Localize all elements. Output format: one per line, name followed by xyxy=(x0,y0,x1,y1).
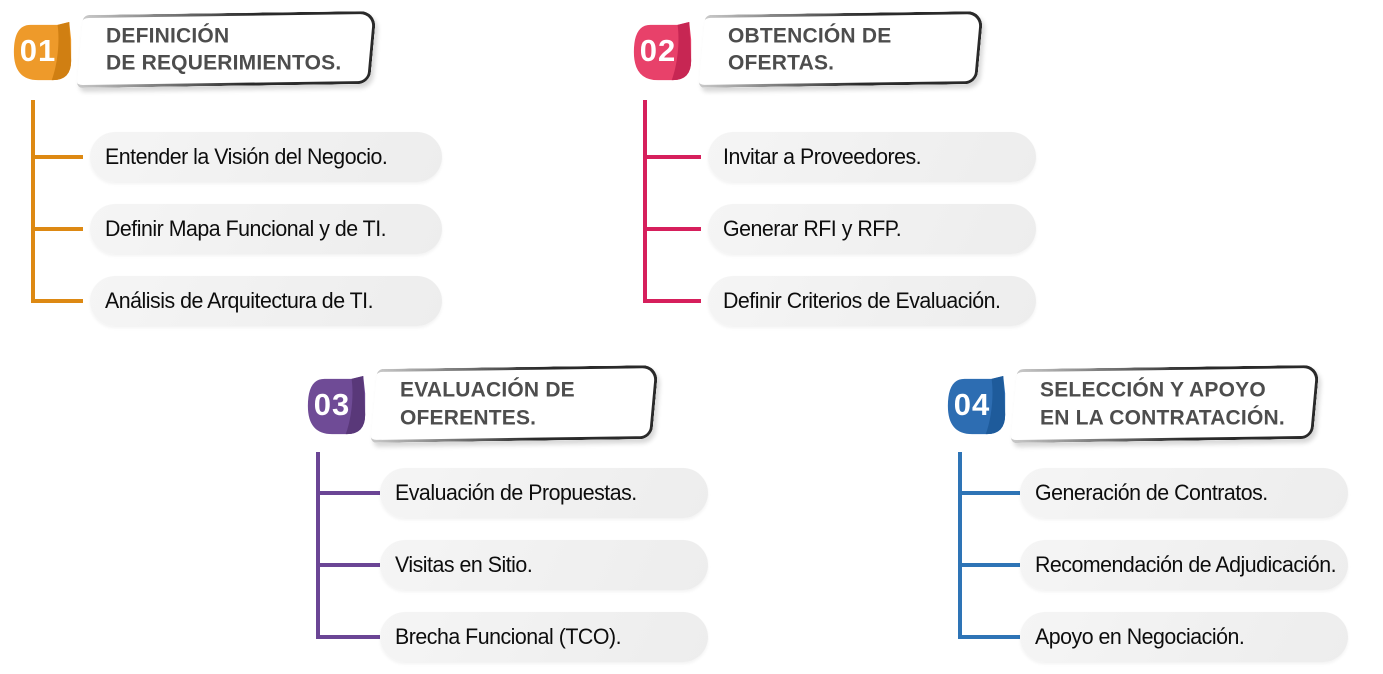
item-label: Definir Mapa Funcional y de TI. xyxy=(105,216,387,241)
step-3-number: 03 xyxy=(313,387,351,422)
connector-line-vertical xyxy=(643,100,647,303)
connector-line-branch xyxy=(31,299,83,303)
connector-line-branch xyxy=(643,299,701,303)
badge-shape-icon xyxy=(13,21,72,81)
connector-line-branch xyxy=(316,635,380,639)
item-pill: Definir Mapa Funcional y de TI. xyxy=(90,204,442,254)
step-1-title: DEFINICIÓN DE REQUERIMIENTOS. xyxy=(106,22,341,77)
item-pill: Generación de Contratos. xyxy=(1020,468,1348,518)
item-label: Generar RFI y RFP. xyxy=(723,216,902,241)
item-label: Generación de Contratos. xyxy=(1035,480,1268,505)
step-1-header-banner: DEFINICIÓN DE REQUERIMIENTOS. xyxy=(76,10,377,89)
connector-line-branch xyxy=(643,155,701,159)
step-title-line2: DE REQUERIMIENTOS. xyxy=(106,51,342,75)
step-4-header-banner: SELECCIÓN Y APOYO EN LA CONTRATACIÓN. xyxy=(1010,364,1320,444)
badge-shape-icon xyxy=(947,375,1006,435)
item-label: Análisis de Arquitectura de TI. xyxy=(105,288,374,313)
item-pill: Invitar a Proveedores. xyxy=(708,132,1036,182)
step-1-number: 01 xyxy=(19,33,57,68)
step-title-line2: OFERENTES. xyxy=(400,406,537,429)
step-title-line2: OFERTAS. xyxy=(728,51,835,75)
item-label: Evaluación de Propuestas. xyxy=(395,480,637,505)
step-title-line1: OBTENCIÓN DE xyxy=(728,23,892,47)
badge-shape-icon xyxy=(307,375,366,435)
step-2-title: OBTENCIÓN DE OFERTAS. xyxy=(728,22,891,77)
step-4-title: SELECCIÓN Y APOYO EN LA CONTRATACIÓN. xyxy=(1040,376,1285,431)
step-title-line2: EN LA CONTRATACIÓN. xyxy=(1040,406,1285,429)
item-pill: Apoyo en Negociación. xyxy=(1020,612,1348,662)
item-label: Definir Criterios de Evaluación. xyxy=(723,288,1001,313)
step-title-line1: DEFINICIÓN xyxy=(106,23,230,47)
step-3-title: EVALUACIÓN DE OFERENTES. xyxy=(400,376,575,431)
connector-line-branch xyxy=(31,155,83,159)
connector-line-branch xyxy=(316,563,380,567)
item-pill: Entender la Visión del Negocio. xyxy=(90,132,442,182)
item-pill: Generar RFI y RFP. xyxy=(708,204,1036,254)
step-2-header-banner: OBTENCIÓN DE OFERTAS. xyxy=(698,11,984,88)
item-label: Invitar a Proveedores. xyxy=(723,144,922,169)
connector-line-branch xyxy=(316,491,380,495)
item-pill: Visitas en Sitio. xyxy=(380,540,708,590)
step-1-badge: 01 xyxy=(8,20,78,86)
connector-line-branch xyxy=(31,227,83,231)
connector-line-vertical xyxy=(31,100,35,303)
step-2-badge: 02 xyxy=(628,20,698,86)
item-label: Apoyo en Negociación. xyxy=(1035,624,1245,649)
step-2-number: 02 xyxy=(639,33,677,68)
connector-line-vertical xyxy=(958,452,962,639)
step-title-line1: EVALUACIÓN DE xyxy=(400,378,575,402)
item-pill: Recomendación de Adjudicación. xyxy=(1020,540,1348,590)
connector-line-branch xyxy=(643,227,701,231)
step-4-badge: 04 xyxy=(942,374,1012,440)
item-label: Brecha Funcional (TCO). xyxy=(395,624,622,649)
item-pill: Análisis de Arquitectura de TI. xyxy=(90,276,442,326)
step-title-line1: SELECCIÓN Y APOYO xyxy=(1040,378,1266,402)
connector-line-branch xyxy=(958,635,1020,639)
item-label: Recomendación de Adjudicación. xyxy=(1035,552,1337,577)
badge-shape-icon xyxy=(633,21,692,81)
item-pill: Evaluación de Propuestas. xyxy=(380,468,708,518)
step-4-number: 04 xyxy=(953,387,991,422)
item-label: Entender la Visión del Negocio. xyxy=(105,144,388,169)
item-label: Visitas en Sitio. xyxy=(395,552,533,577)
connector-line-branch xyxy=(958,491,1020,495)
item-pill: Brecha Funcional (TCO). xyxy=(380,612,708,662)
connector-line-vertical xyxy=(316,452,320,639)
item-pill: Definir Criterios de Evaluación. xyxy=(708,276,1036,326)
connector-line-branch xyxy=(958,563,1020,567)
step-3-badge: 03 xyxy=(302,374,372,440)
step-3-header-banner: EVALUACIÓN DE OFERENTES. xyxy=(370,365,659,443)
